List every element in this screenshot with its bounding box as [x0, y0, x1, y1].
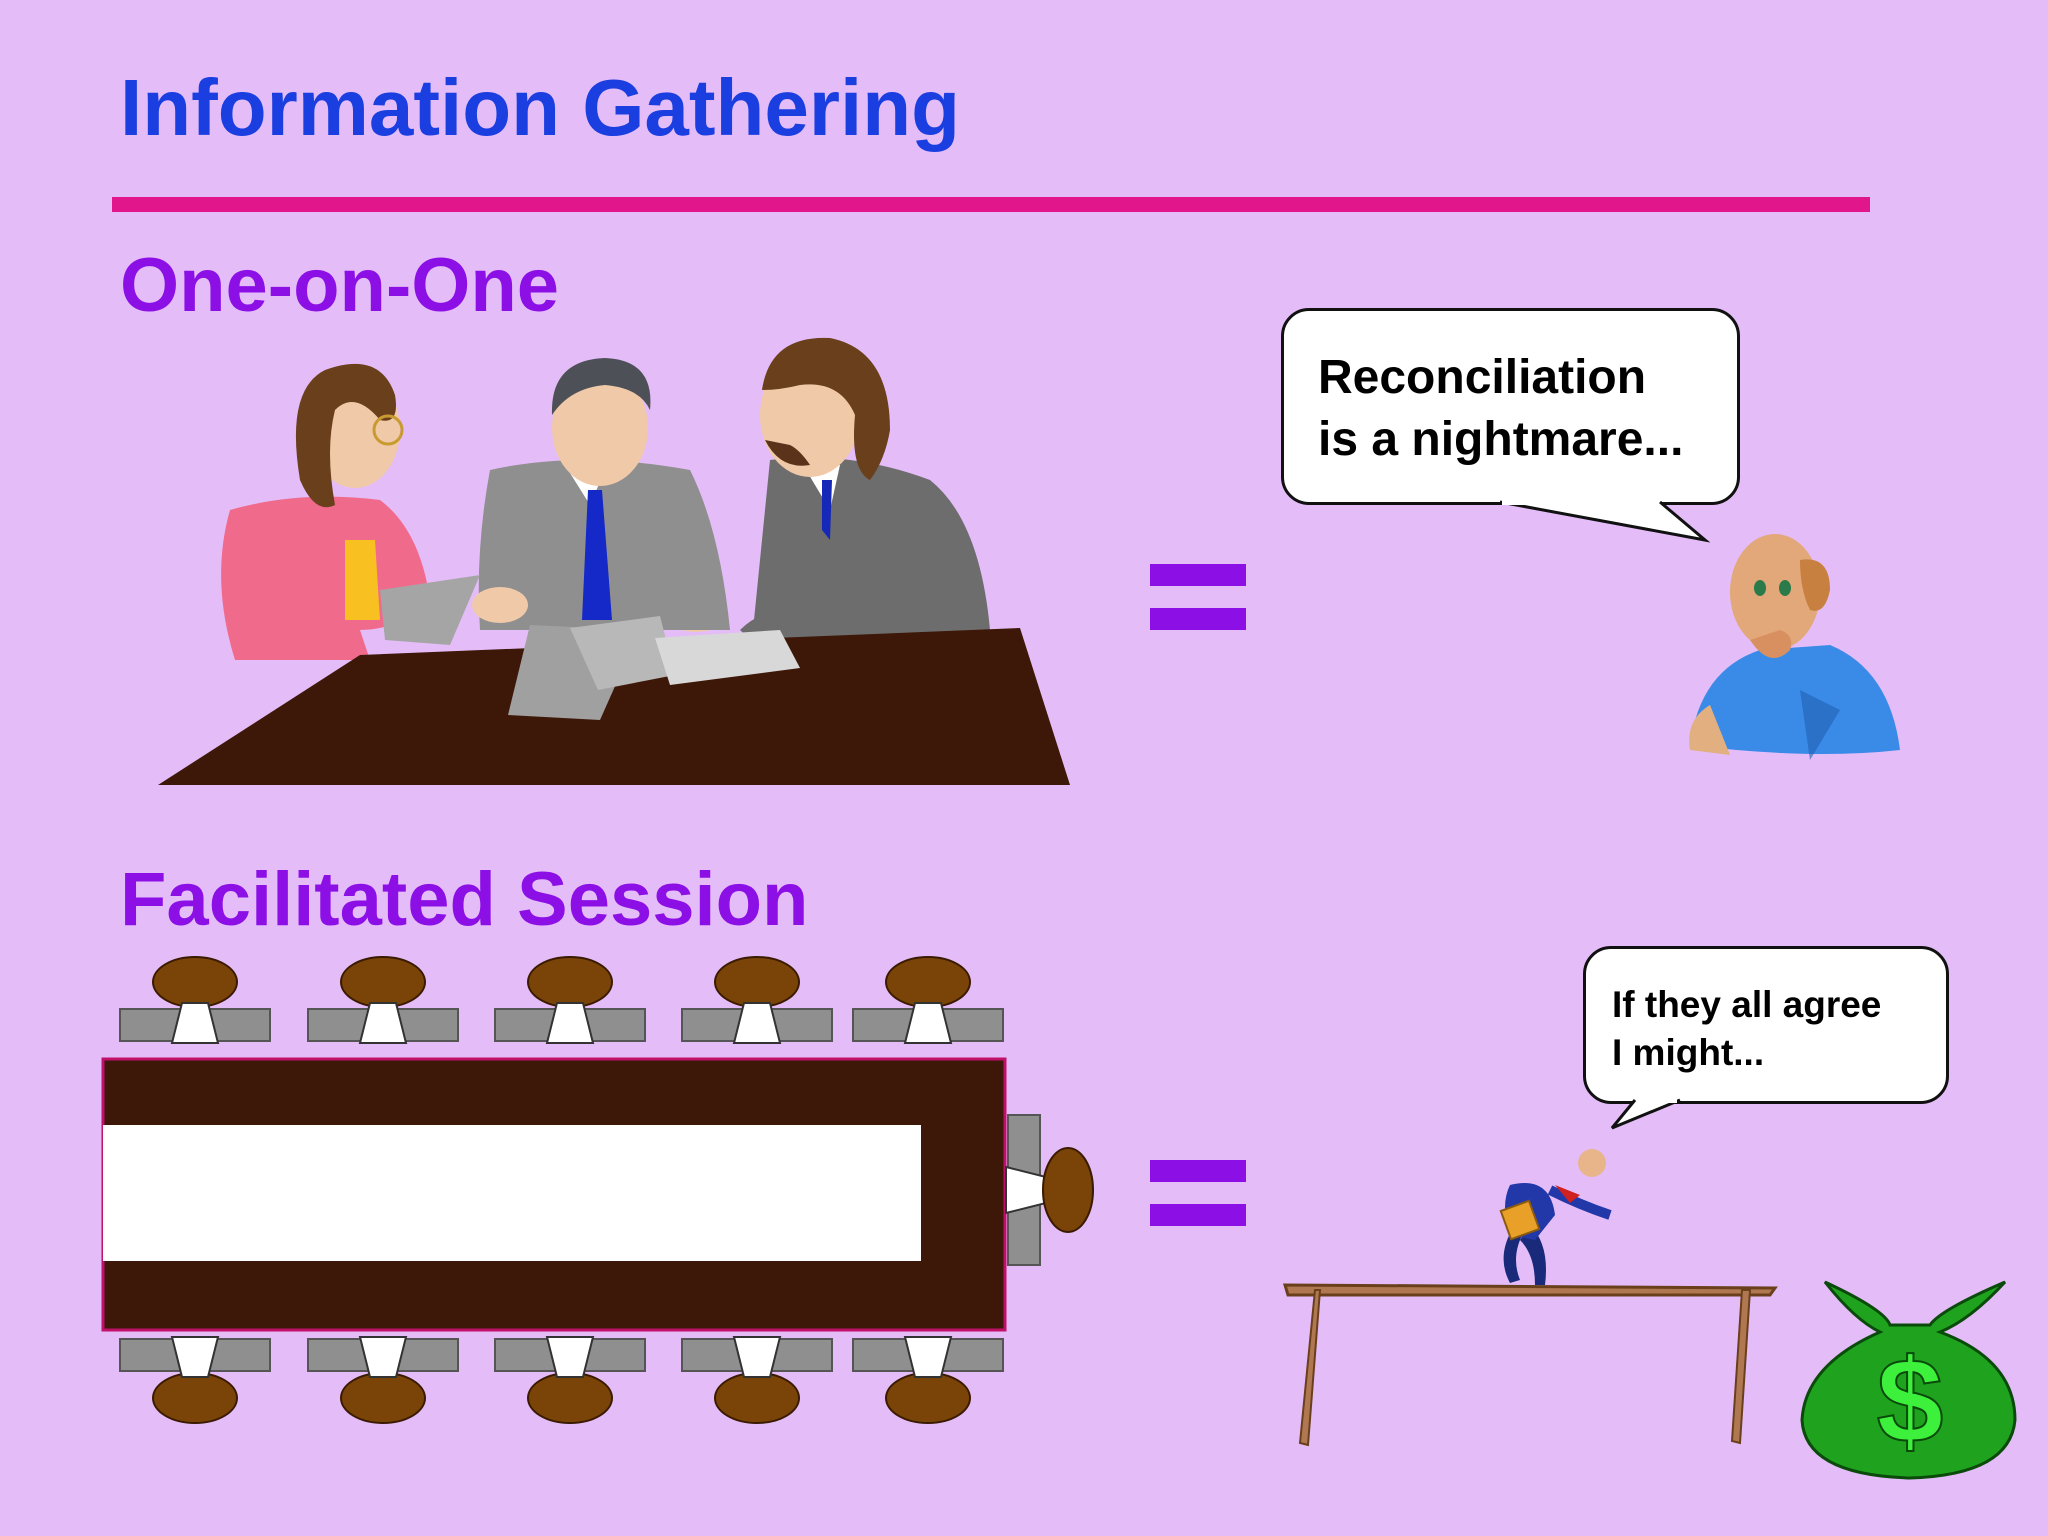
- speech-bubble-reconciliation: Reconciliation is a nightmare...: [1281, 308, 1740, 505]
- money-bag-icon: $: [1800, 1280, 2017, 1480]
- chair-connector: [545, 1002, 595, 1044]
- tightrope-walker-illustration: [1282, 1149, 1778, 1447]
- speech-bubble-agree: If they all agree I might...: [1583, 946, 1949, 1104]
- woman-figure: [221, 363, 480, 660]
- chair-seat: [714, 1372, 800, 1424]
- chair-connector: [358, 1002, 408, 1044]
- bubble-line: Reconciliation: [1318, 351, 1647, 404]
- chair-connector: [358, 1336, 408, 1378]
- title-divider: [112, 197, 1870, 212]
- chair-connector: [545, 1336, 595, 1378]
- bubble-line: I might...: [1612, 1032, 1765, 1073]
- table-center-panel: [103, 1125, 921, 1261]
- chair-seat: [885, 1372, 971, 1424]
- walker-figure: [1499, 1149, 1612, 1285]
- chair-seat: [340, 1372, 426, 1424]
- dollar-sign-icon: $: [1877, 1334, 1944, 1468]
- meeting-illustration: [158, 337, 1070, 785]
- chair-connector: [903, 1002, 953, 1044]
- chair-seat: [714, 956, 800, 1008]
- chair-connector: [732, 1336, 782, 1378]
- slide-title: Information Gathering: [120, 63, 960, 152]
- chair-seat: [1042, 1147, 1094, 1233]
- chair-connector: [170, 1002, 220, 1044]
- conference-table-diagram: [101, 956, 1094, 1424]
- bubble-tail: [1610, 1098, 1681, 1130]
- equals-icon: [1150, 1160, 1246, 1226]
- bubble-tail: [1500, 500, 1710, 543]
- chair-seat: [885, 956, 971, 1008]
- heading-facilitated-session: Facilitated Session: [120, 857, 809, 942]
- chair-connector: [170, 1336, 220, 1378]
- chair-seat: [340, 956, 426, 1008]
- thinking-man-illustration: [1689, 534, 1900, 760]
- man-middle-figure: [472, 358, 730, 630]
- chair-seat: [527, 1372, 613, 1424]
- bubble-line: is a nightmare...: [1318, 413, 1684, 466]
- chair-seat: [152, 956, 238, 1008]
- chair-connector: [903, 1336, 953, 1378]
- bubble-line: If they all agree: [1612, 984, 1882, 1025]
- heading-one-on-one: One-on-One: [120, 243, 560, 328]
- chair-seat: [527, 956, 613, 1008]
- chair-seat: [152, 1372, 238, 1424]
- equals-icon: [1150, 564, 1246, 630]
- chair-connector: [732, 1002, 782, 1044]
